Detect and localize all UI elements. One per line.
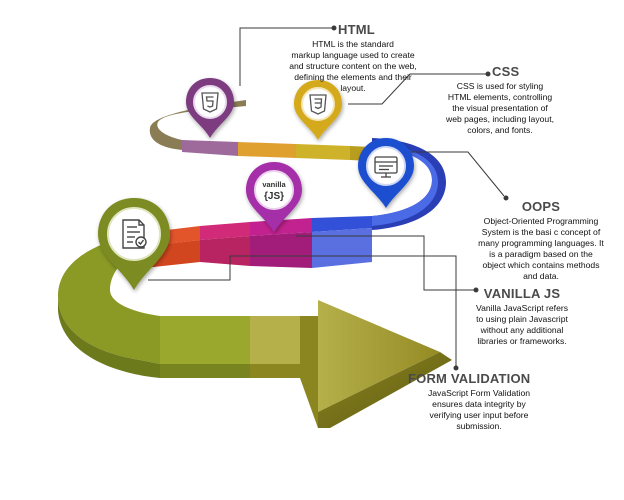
road-segment-middle-blue-front	[312, 228, 372, 268]
road-segment-middle-magenta	[250, 218, 312, 236]
road-segment-middle-pink	[200, 222, 250, 240]
pin-html[interactable]	[186, 78, 234, 138]
road-segment-top-gold	[296, 144, 350, 160]
leader-line-form	[148, 255, 457, 366]
js-icon-text: {JS}	[264, 191, 284, 202]
step-vanilla-js: VANILLA JS Vanilla JavaScript refers to …	[452, 286, 592, 347]
pin-form-validation[interactable]	[98, 198, 170, 290]
pin-vanilla-js[interactable]: vanilla {JS}	[246, 162, 302, 232]
road-curve-left-olive	[58, 232, 160, 364]
step-title-html: HTML	[338, 22, 375, 37]
leader-dot-css	[485, 71, 491, 77]
road-segment-middle-magenta-front	[250, 232, 312, 268]
leader-dot-vjs	[473, 287, 479, 293]
road-curve-right-blue-face	[372, 143, 438, 226]
step-title-css: CSS	[492, 64, 520, 79]
road-segment-top-orange	[238, 142, 296, 158]
road-arrow-shaft-shade	[300, 316, 318, 428]
browser-window-icon	[374, 156, 398, 178]
road-arrow-head-side	[318, 352, 452, 428]
leader-line-css	[348, 73, 486, 105]
step-form-validation: FORM VALIDATION JavaScript Form Validati…	[404, 371, 554, 432]
leader-dot-html	[331, 25, 337, 31]
step-oops: OOPS Object-Oriented Programming System …	[463, 199, 619, 282]
step-desc-vanilla-js: Vanilla JavaScript refers to using plain…	[475, 303, 569, 346]
road-curve-left-olive-shade	[58, 296, 160, 378]
step-desc-oops: Object-Oriented Programming System is th…	[478, 216, 604, 281]
checklist-document-icon	[122, 219, 147, 249]
step-css: CSS CSS is used for styling HTML element…	[430, 64, 570, 136]
road-segment-top-mauve	[182, 140, 238, 156]
step-desc-form-validation: JavaScript Form Validation ensures data …	[427, 388, 531, 431]
leader-line-vjs	[296, 235, 474, 291]
step-title-form-validation: FORM VALIDATION	[408, 371, 531, 386]
road-segment-bottom-olive	[160, 316, 250, 364]
step-desc-html: HTML is the standard markup language use…	[289, 39, 417, 93]
vanilla-icon-text: vanilla	[262, 180, 286, 189]
pin-css[interactable]	[294, 80, 342, 140]
leader-dot-oops	[503, 195, 509, 201]
step-title-oops: OOPS	[521, 199, 561, 214]
leader-line-html	[239, 27, 332, 86]
leader-line-oops	[404, 151, 505, 197]
step-desc-css: CSS is used for styling HTML elements, c…	[446, 81, 554, 135]
road-arrow-head	[318, 300, 440, 412]
pin-oops[interactable]	[358, 138, 414, 208]
vanilla-js-icon: vanilla {JS}	[262, 180, 286, 202]
leader-dot-form	[453, 365, 459, 371]
leader-lines	[148, 25, 509, 371]
road-segment-bottom-olive-shade	[160, 364, 250, 378]
step-html: HTML HTML is the standard markup languag…	[268, 22, 438, 94]
road-segment-middle-blue	[312, 216, 372, 232]
step-title-vanilla-js: VANILLA JS	[483, 286, 561, 301]
road-segment-middle-pink-front	[200, 236, 250, 266]
html5-shield-icon	[201, 92, 219, 113]
css3-shield-icon	[309, 94, 327, 115]
